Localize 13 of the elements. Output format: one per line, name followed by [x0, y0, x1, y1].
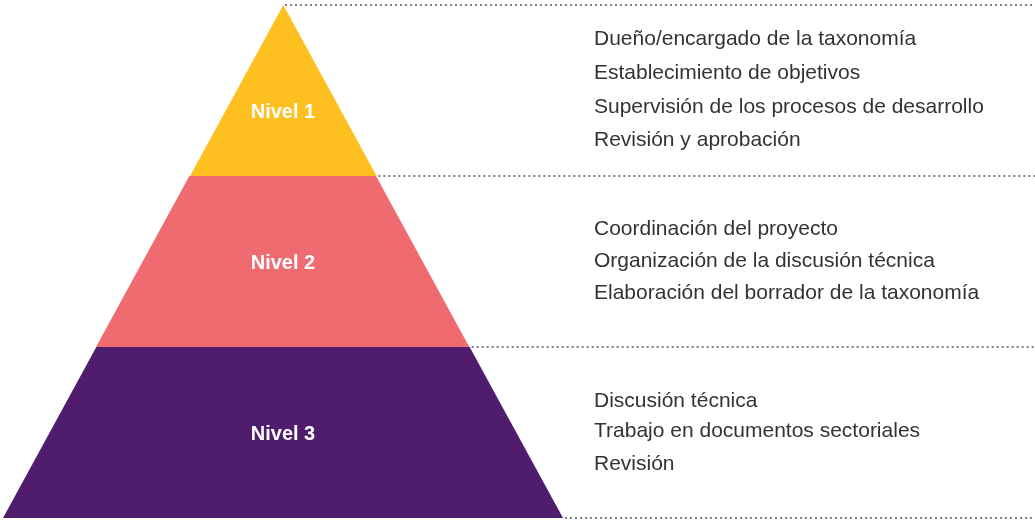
responsibility-text: Dueño/encargado de la taxonomía [594, 25, 917, 51]
responsibility-text: Elaboración del borrador de la taxonomía [594, 279, 980, 305]
responsibility-text: Discusión técnica [594, 387, 758, 413]
responsibility-text: Organización de la discusión técnica [594, 247, 935, 273]
responsibility-text: Revisión y aprobación [594, 126, 801, 152]
tier-label: Nivel 1 [250, 99, 316, 123]
responsibility-text: Coordinación del proyecto [594, 215, 838, 241]
tier-label: Nivel 2 [250, 250, 316, 273]
tier-label: Nivel 3 [250, 421, 316, 444]
responsibility-text: Revisión [594, 450, 675, 476]
responsibility-text: Supervisión de los procesos de desarrollo [594, 93, 984, 119]
responsibility-text: Trabajo en documentos sectoriales [594, 417, 921, 443]
responsibility-text: Establecimiento de objetivos [594, 59, 861, 85]
